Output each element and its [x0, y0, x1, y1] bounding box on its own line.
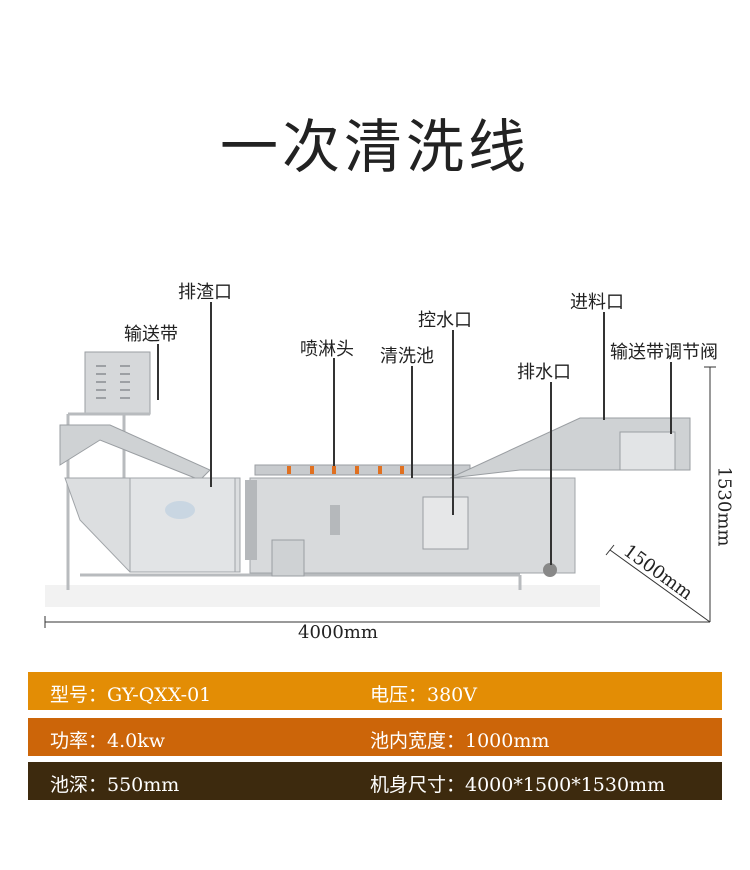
leader-line: [452, 330, 454, 515]
spec-voltage: 电压：380V: [370, 684, 477, 706]
leader-line: [210, 302, 212, 487]
leader-line: [670, 362, 672, 434]
leader-line: [550, 382, 552, 565]
label-wash-tank: 清洗池: [380, 346, 434, 367]
spec-row: 功率：4.0kw 池内宽度：1000mm: [28, 718, 722, 756]
label-belt-valve: 输送带调节阀: [610, 342, 718, 363]
leader-line: [411, 366, 413, 478]
spec-power: 功率：4.0kw: [50, 730, 165, 752]
wheel: [543, 563, 557, 577]
spec-row: 型号：GY-QXX-01 电压：380V: [28, 672, 722, 710]
label-feed-inlet: 进料口: [570, 292, 624, 313]
pump: [271, 539, 305, 577]
valve-pipe: [330, 505, 340, 535]
dimension-length: 4000mm: [298, 622, 378, 643]
dimension-lines: [44, 366, 716, 628]
watermark-logo: [165, 501, 195, 519]
leader-line: [333, 358, 335, 466]
feed-housing: [619, 431, 676, 471]
motor-box: [84, 351, 151, 415]
motor-vents: [96, 365, 130, 399]
discharge-conveyor: [59, 424, 211, 481]
pump-pipe: [245, 480, 257, 560]
spec-row: 池深：550mm 机身尺寸：4000*1500*1530mm: [28, 762, 722, 800]
label-drain: 排水口: [517, 362, 571, 383]
spec-model: 型号：GY-QXX-01: [50, 684, 212, 706]
page-title: 一次清洗线: [219, 113, 530, 181]
dimension-height: 1530mm: [713, 466, 735, 547]
label-conveyor: 输送带: [124, 324, 178, 345]
label-spray-head: 喷淋头: [300, 339, 354, 360]
spec-tank-depth: 池深：550mm: [50, 774, 180, 796]
label-slag-outlet: 排渣口: [178, 282, 232, 303]
spec-machine-size: 机身尺寸：4000*1500*1530mm: [370, 774, 666, 796]
leader-line: [157, 344, 159, 400]
label-water-control: 控水口: [418, 310, 472, 331]
spray-nozzles: [287, 466, 404, 474]
spec-tank-width: 池内宽度：1000mm: [370, 730, 550, 752]
floor-shadow: [45, 585, 600, 607]
slag-box: [129, 477, 236, 573]
water-control-box: [422, 496, 469, 550]
leader-line: [603, 312, 605, 420]
